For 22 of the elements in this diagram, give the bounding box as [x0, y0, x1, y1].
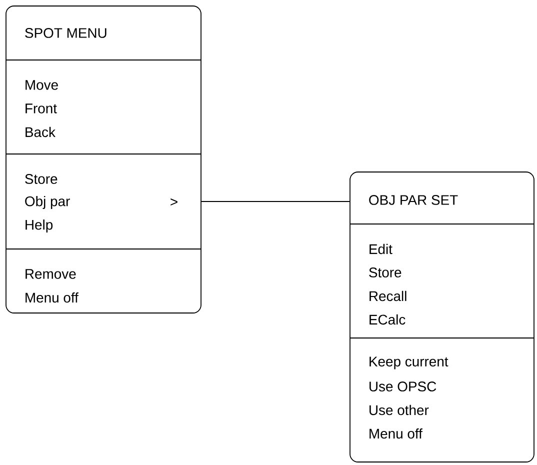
- menu-item: ECalc: [370, 314, 406, 325]
- menu-item: Edit: [370, 244, 392, 254]
- menu-item: Front: [26, 104, 57, 114]
- menu-item: Obj par: [25, 196, 70, 209]
- menu-item: Menu off: [370, 428, 422, 439]
- menu-item: Remove: [26, 269, 76, 279]
- menu-item: Recall: [370, 290, 406, 302]
- menu-item: Move: [26, 80, 58, 90]
- menu-item: Use other: [370, 404, 429, 416]
- menu-title: SPOT MENU: [25, 28, 106, 38]
- menu-box: [6, 6, 202, 314]
- menu-item: Menu off: [26, 292, 78, 303]
- menu-item: Help: [26, 220, 53, 232]
- menu-item: Store: [25, 174, 58, 184]
- menu-title: OBJ PAR SET: [369, 195, 458, 205]
- menu-item: Store: [369, 268, 402, 278]
- menu-box: [350, 172, 534, 462]
- connector-line: [201, 201, 350, 202]
- menu-item: Back: [26, 126, 56, 138]
- submenu-indicator: >: [170, 198, 178, 206]
- menu-item: Use OPSC: [370, 382, 436, 392]
- menu-item: Keep current: [370, 356, 448, 370]
